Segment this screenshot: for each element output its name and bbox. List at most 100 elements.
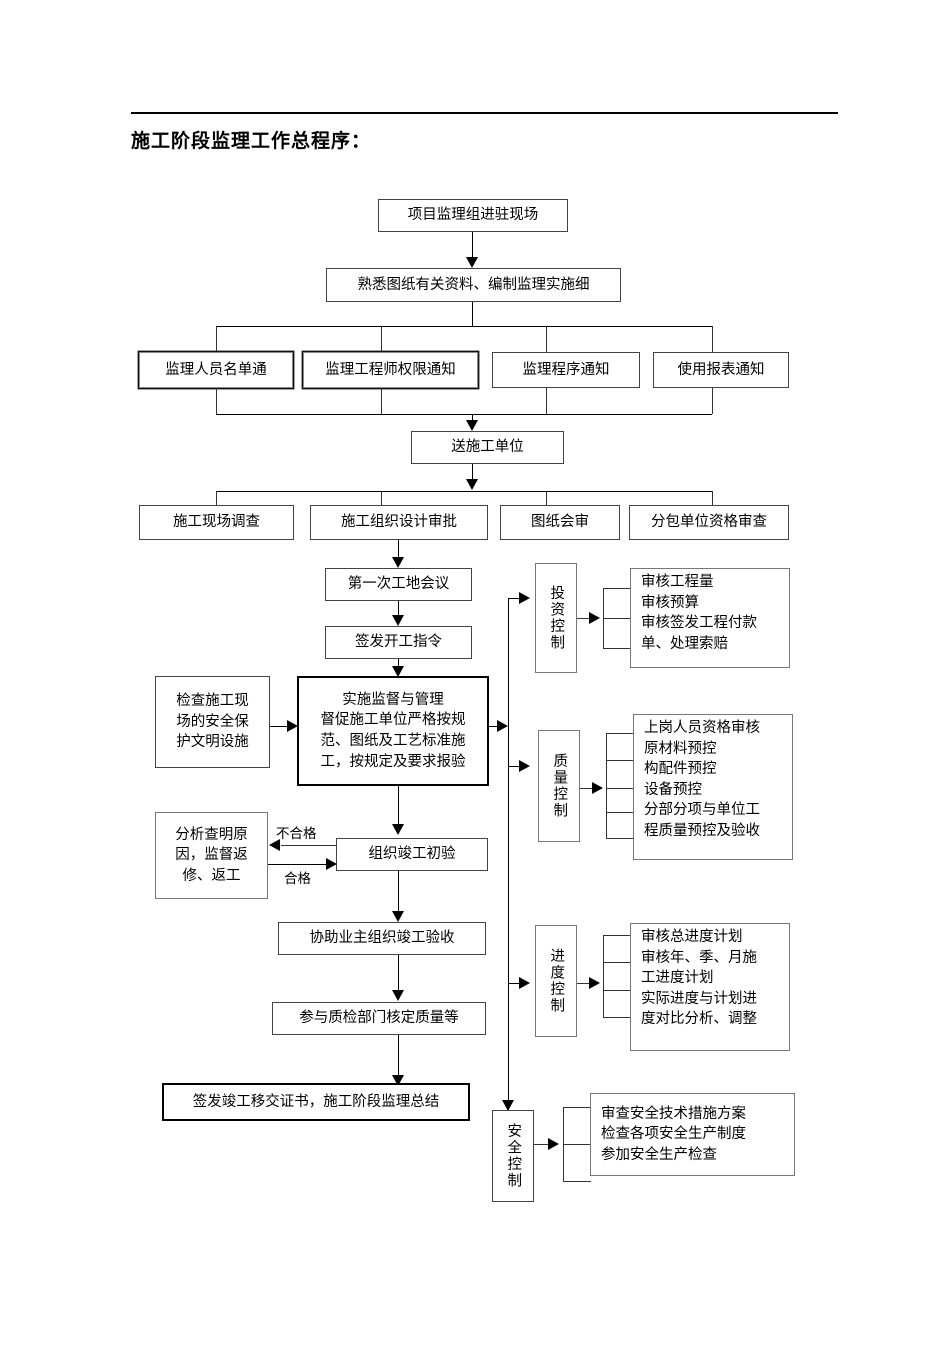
node-notice-0-label: 监理人员名单通 xyxy=(165,361,267,378)
connector-review1-to-meeting xyxy=(398,540,399,562)
node-prepare: 熟悉图纸有关资料、编制监理实施细 xyxy=(326,268,621,302)
node-safety-site-check-line-1: 场的安全保 xyxy=(176,713,249,730)
connector-send-down xyxy=(472,464,473,486)
node-start-label: 项目监理组进驻现场 xyxy=(407,207,539,224)
arrow-supervise-to-initial xyxy=(392,824,404,835)
bus-reviews-drop-2 xyxy=(381,491,382,505)
connector-quality-to-items xyxy=(580,788,595,789)
bracket-invest-top xyxy=(603,588,631,589)
bracket-progress-l1 xyxy=(603,962,631,963)
node-analyze-rework-line-1: 因，监督返 xyxy=(175,847,248,864)
node-review-0: 施工现场调查 xyxy=(139,505,294,540)
node-owner-acceptance-label: 协助业主组织竣工验收 xyxy=(309,930,455,947)
bus-notices-up-3 xyxy=(546,388,547,414)
control-quality-label-box: 质量控制 xyxy=(538,730,580,842)
connector-sitecheck-to-supervise xyxy=(270,726,292,727)
node-notice-1: 监理工程师权限通知 xyxy=(303,352,478,388)
control-safety-item-2: 参加安全生产检查 xyxy=(601,1146,717,1163)
edge-label-pass: 合格 xyxy=(284,871,311,887)
node-supervise-manage-line-3: 工，按规定及要求报验 xyxy=(320,753,466,770)
control-safety-items-box: 审查安全技术措施方案 检查各项安全生产制度 参加安全生产检查 xyxy=(590,1093,795,1176)
arrow-trunk-to-progress xyxy=(519,977,530,989)
control-progress-item-0: 审核总进度计划 xyxy=(641,929,743,945)
node-quality-dept: 参与质检部门核定质量等 xyxy=(272,1002,486,1035)
bus-reviews-top xyxy=(216,491,712,492)
connector-fail-loop xyxy=(281,845,336,846)
arrow-fail-loop xyxy=(269,839,280,851)
node-analyze-rework-line-2: 修、返工 xyxy=(182,867,241,884)
node-notice-2-label: 监理程序通知 xyxy=(522,361,610,378)
bus-notices-drop-3 xyxy=(546,326,547,352)
node-first-meeting: 第一次工地会议 xyxy=(325,568,472,601)
node-initial-acceptance: 组织竣工初验 xyxy=(336,838,488,871)
node-send-to-contractor-label: 送施工单位 xyxy=(451,439,524,456)
connector-supervise-to-initial xyxy=(398,786,399,828)
control-quality-item-3: 设备预控 xyxy=(644,781,702,798)
control-quality-item-2: 构配件预控 xyxy=(644,761,717,778)
control-quality-item-0: 上岗人员资格审核 xyxy=(644,720,760,736)
arrow-invest-to-items xyxy=(589,612,600,624)
arrow-start-to-prepare xyxy=(466,257,478,268)
arrow-order-to-supervise xyxy=(392,666,404,677)
arrow-trunk-to-safety xyxy=(502,1100,514,1111)
connector-pass-loop xyxy=(268,864,330,865)
bracket-safety-l1 xyxy=(563,1144,591,1145)
edge-label-fail: 不合格 xyxy=(276,826,317,842)
node-notice-2: 监理程序通知 xyxy=(492,352,640,388)
node-send-to-contractor: 送施工单位 xyxy=(411,431,564,464)
node-supervise-manage-line-0: 实施监督与管理 xyxy=(342,691,444,708)
connector-initial-to-owner xyxy=(398,871,399,915)
connector-supervise-to-trunk xyxy=(489,726,500,727)
node-safety-site-check: 检查施工现 场的安全保 护文明设施 xyxy=(155,676,270,768)
bracket-quality-l0 xyxy=(606,733,634,734)
control-progress-label: 进度控制 xyxy=(548,948,565,1014)
node-initial-acceptance-label: 组织竣工初验 xyxy=(368,846,456,863)
bus-notices-drop-4 xyxy=(712,326,713,352)
node-final-certificate: 签发竣工移交证书，施工阶段监理总结 xyxy=(162,1083,470,1121)
arrow-send-down xyxy=(466,479,478,490)
node-start: 项目监理组进驻现场 xyxy=(378,199,568,232)
node-supervise-manage-line-2: 范、图纸及工艺标准施 xyxy=(320,733,466,749)
node-analyze-rework-line-0: 分析查明原 xyxy=(175,826,248,843)
node-owner-acceptance: 协助业主组织竣工验收 xyxy=(278,922,486,955)
bracket-quality-vertical xyxy=(606,733,607,838)
control-safety-item-1: 检查各项安全生产制度 xyxy=(601,1126,746,1143)
node-final-certificate-label: 签发竣工移交证书，施工阶段监理总结 xyxy=(192,1093,440,1110)
branch-trunk-to-quality xyxy=(508,766,524,767)
bracket-quality-l4 xyxy=(606,838,634,839)
arrow-supervise-to-trunk xyxy=(497,720,508,732)
bracket-quality-l2 xyxy=(606,788,634,789)
bus-notices-drop-1 xyxy=(216,326,217,352)
node-first-meeting-label: 第一次工地会议 xyxy=(347,576,450,593)
arrow-owner-to-qcdept xyxy=(392,990,404,1001)
control-invest-item-3: 单、处理索赔 xyxy=(641,635,728,652)
bracket-invest-bottom xyxy=(603,648,631,649)
control-progress-items-box: 审核总进度计划 审核年、季、月施 工进度计划 实际进度与计划进 度对比分析、调整 xyxy=(630,923,790,1051)
bracket-invest-mid xyxy=(603,618,631,619)
connector-safety-to-items xyxy=(534,1144,552,1145)
connector-meeting-to-order xyxy=(398,601,399,619)
node-notice-1-label: 监理工程师权限通知 xyxy=(325,361,456,378)
branch-trunk-to-invest xyxy=(508,598,524,599)
bracket-progress-l3 xyxy=(603,1017,631,1018)
control-progress-item-3: 实际进度与计划进 xyxy=(641,990,757,1007)
arrow-qcdept-to-final xyxy=(392,1075,404,1086)
node-review-1: 施工组织设计审批 xyxy=(310,505,488,540)
node-notice-3: 使用报表通知 xyxy=(653,352,789,388)
arrow-quality-to-items xyxy=(592,782,603,794)
arrow-review1-to-meeting xyxy=(392,557,404,568)
arrow-meeting-to-order xyxy=(392,615,404,626)
connector-qcdept-to-final xyxy=(398,1035,399,1083)
connector-start-to-prepare xyxy=(472,232,473,260)
bracket-progress-l2 xyxy=(603,990,631,991)
bus-reviews-drop-1 xyxy=(216,491,217,505)
node-supervise-manage-line-1: 督促施工单位严格按规 xyxy=(320,712,466,729)
bracket-progress-l0 xyxy=(603,935,631,936)
control-quality-item-1: 原材料预控 xyxy=(644,740,717,757)
arrow-progress-to-items xyxy=(589,977,600,989)
bus-notices-up-1 xyxy=(216,388,217,414)
node-notice-3-label: 使用报表通知 xyxy=(677,361,765,378)
arrow-trunk-to-quality xyxy=(519,760,530,772)
control-quality-items-box: 上岗人员资格审核 原材料预控 构配件预控 设备预控 分部分项与单位工 程质量预控… xyxy=(633,714,793,860)
